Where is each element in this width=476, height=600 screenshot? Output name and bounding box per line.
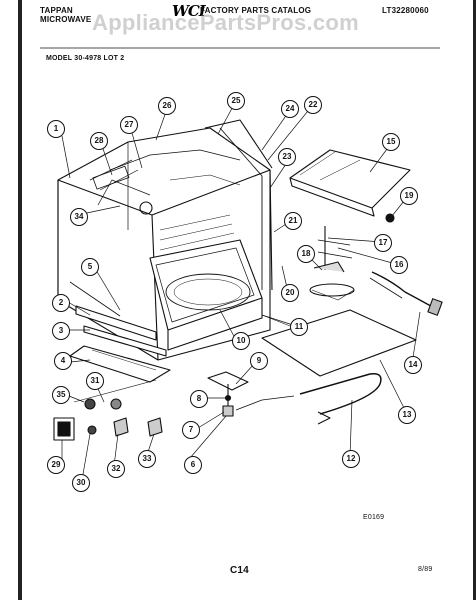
callout-23[interactable]: 23 xyxy=(278,148,296,166)
callout-24[interactable]: 24 xyxy=(281,100,299,118)
mounting-bracket xyxy=(69,281,121,317)
callout-13[interactable]: 13 xyxy=(398,406,416,424)
callout-6[interactable]: 6 xyxy=(184,456,202,474)
heating-element xyxy=(299,372,382,425)
callout-30[interactable]: 30 xyxy=(72,474,90,492)
motor-parts xyxy=(207,371,295,417)
top-wrapper xyxy=(204,119,273,291)
callout-7[interactable]: 7 xyxy=(182,421,200,439)
catalog-title: FACTORY PARTS CATALOG xyxy=(200,6,312,15)
brand-label: TAPPAN MICROWAVE xyxy=(40,6,92,24)
wire-harness xyxy=(369,271,443,316)
callout-8[interactable]: 8 xyxy=(190,390,208,408)
bottom-panel xyxy=(261,309,417,377)
callout-27[interactable]: 27 xyxy=(120,116,138,134)
callout-18[interactable]: 18 xyxy=(297,245,315,263)
callout-32[interactable]: 32 xyxy=(107,460,125,478)
right-page-edge xyxy=(473,0,476,600)
callout-22[interactable]: 22 xyxy=(304,96,322,114)
callout-3[interactable]: 3 xyxy=(52,322,70,340)
callout-21[interactable]: 21 xyxy=(284,212,302,230)
callout-11[interactable]: 11 xyxy=(290,318,308,336)
callout-5[interactable]: 5 xyxy=(81,258,99,276)
switch-parts xyxy=(53,379,163,441)
callout-19[interactable]: 19 xyxy=(400,187,418,205)
callout-31[interactable]: 31 xyxy=(86,372,104,390)
callout-34[interactable]: 34 xyxy=(70,208,88,226)
wci-logo: WCI xyxy=(172,2,206,20)
page-number: C14 xyxy=(230,565,249,576)
figure-code: E0169 xyxy=(363,514,385,521)
callout-25[interactable]: 25 xyxy=(227,92,245,110)
callout-28[interactable]: 28 xyxy=(90,132,108,150)
callout-9[interactable]: 9 xyxy=(250,352,268,370)
callout-29[interactable]: 29 xyxy=(47,456,65,474)
callout-2[interactable]: 2 xyxy=(52,294,70,312)
callout-26[interactable]: 26 xyxy=(158,97,176,115)
callout-20[interactable]: 20 xyxy=(281,284,299,302)
watermark: AppliancePartsPros.com xyxy=(92,10,360,35)
callout-33[interactable]: 33 xyxy=(138,450,156,468)
revision-date: 8/89 xyxy=(418,566,433,573)
callout-1[interactable]: 1 xyxy=(47,120,65,138)
stirrer-assembly xyxy=(309,226,355,301)
model-label: MODEL 30-4978 LOT 2 xyxy=(46,55,125,62)
callout-15[interactable]: 15 xyxy=(382,133,400,151)
callout-4[interactable]: 4 xyxy=(54,352,72,370)
callout-10[interactable]: 10 xyxy=(232,332,250,350)
control-panel-assembly xyxy=(289,149,411,223)
callout-12[interactable]: 12 xyxy=(342,450,360,468)
callout-17[interactable]: 17 xyxy=(374,234,392,252)
oven-cavity xyxy=(149,214,263,351)
callout-14[interactable]: 14 xyxy=(404,356,422,374)
left-binding-edge xyxy=(18,0,22,600)
callout-16[interactable]: 16 xyxy=(390,256,408,274)
callout-35[interactable]: 35 xyxy=(52,386,70,404)
catalog-code: LT32280060 xyxy=(382,6,429,15)
